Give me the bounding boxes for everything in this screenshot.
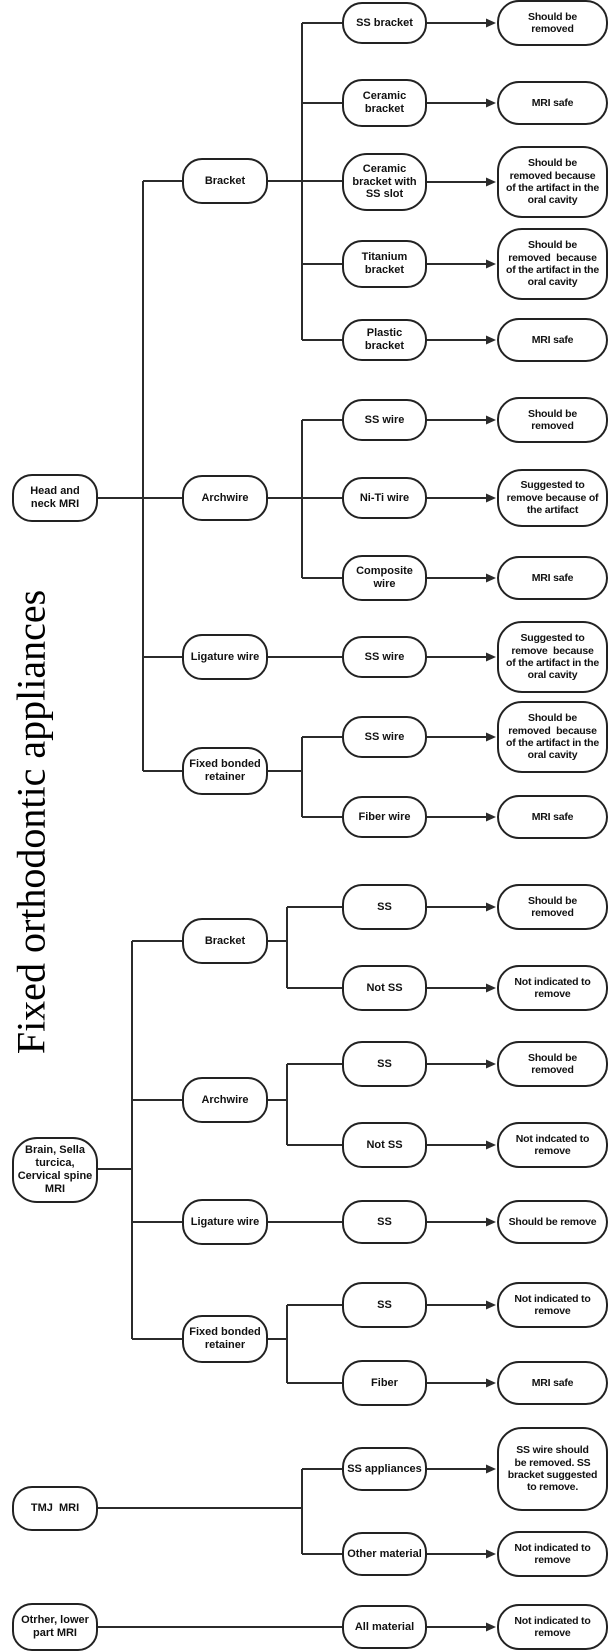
item-ss-wire-ligature: SS wire [342, 636, 427, 678]
result-ss-appliances: SS wire should be removed. SS bracket su… [497, 1427, 608, 1511]
result-ceramic-bracket-ss-slot: Should be removed because of the artifac… [497, 146, 608, 218]
group-ligature-wire-2: Ligature wire [182, 1199, 268, 1245]
result-fiber-wire: MRI safe [497, 795, 608, 839]
item-composite-wire: Composite wire [342, 555, 427, 601]
group-ligature-wire-1: Ligature wire [182, 634, 268, 680]
item-niti-wire: Ni-Ti wire [342, 477, 427, 519]
item-fiber-retainer-2: Fiber [342, 1360, 427, 1406]
item-ss-bracket-2: SS [342, 884, 427, 930]
item-titanium-bracket: Titanium bracket [342, 240, 427, 288]
item-ceramic-bracket: Ceramic bracket [342, 79, 427, 127]
result-ss-wire-retainer: Should be removed because of the artifac… [497, 701, 608, 773]
root-head-neck-mri: Head and neck MRI [12, 474, 98, 522]
result-ss-archwire-2: Should be removed [497, 1041, 608, 1087]
root-tmj-mri: TMJ MRI [12, 1486, 98, 1531]
item-ss-retainer-2: SS [342, 1282, 427, 1328]
group-archwire-2: Archwire [182, 1077, 268, 1123]
result-plastic-bracket: MRI safe [497, 318, 608, 362]
item-ceramic-bracket-ss-slot: Ceramic bracket with SS slot [342, 153, 427, 211]
item-other-material: Other material [342, 1532, 427, 1576]
item-ss-archwire-2: SS [342, 1041, 427, 1087]
result-other-material: Not indicated to remove [497, 1531, 608, 1577]
result-arrows [427, 18, 496, 1632]
item-fiber-wire: Fiber wire [342, 796, 427, 838]
result-ss-wire-ligature: Suggested to remove because of the artif… [497, 621, 608, 693]
tree-branches [98, 22, 342, 1628]
item-ss-bracket: SS bracket [342, 2, 427, 44]
result-titanium-bracket: Should be removed because of the artifac… [497, 228, 608, 300]
result-composite-wire: MRI safe [497, 556, 608, 600]
root-brain-spine-mri: Brain, Sella turcica, Cervical spine MRI [12, 1137, 98, 1203]
result-fiber-retainer-2: MRI safe [497, 1361, 608, 1405]
group-fixed-bonded-retainer-1: Fixed bonded retainer [182, 747, 268, 795]
result-not-ss-bracket-2: Not indicated to remove [497, 965, 608, 1011]
result-ss-bracket-2: Should be removed [497, 884, 608, 930]
item-ss-wire-retainer: SS wire [342, 716, 427, 758]
result-ss-bracket: Should be removed [497, 0, 608, 46]
item-ss-wire-archwire: SS wire [342, 399, 427, 441]
result-niti-wire: Suggested to remove because of the artif… [497, 469, 608, 527]
result-not-ss-archwire-2: Not indcated to remove [497, 1122, 608, 1168]
result-ss-wire-archwire: Should be removed [497, 397, 608, 443]
item-ss-ligature-2: SS [342, 1200, 427, 1244]
result-ceramic-bracket: MRI safe [497, 81, 608, 125]
group-fixed-bonded-retainer-2: Fixed bonded retainer [182, 1315, 268, 1363]
item-not-ss-archwire-2: Not SS [342, 1122, 427, 1168]
item-not-ss-bracket-2: Not SS [342, 965, 427, 1011]
diagram-title: Fixed orthodontic appliances [8, 589, 54, 1055]
group-bracket-1: Bracket [182, 158, 268, 204]
item-all-material: All material [342, 1605, 427, 1649]
item-plastic-bracket: Plastic bracket [342, 319, 427, 361]
group-bracket-2: Bracket [182, 918, 268, 964]
result-ss-ligature-2: Should be remove [497, 1200, 608, 1244]
result-all-material: Not indicated to remove [497, 1604, 608, 1650]
group-archwire-1: Archwire [182, 475, 268, 521]
root-other-lower-mri: Otrher, lower part MRI [12, 1603, 98, 1651]
item-ss-appliances: SS appliances [342, 1447, 427, 1491]
result-ss-retainer-2: Not indicated to remove [497, 1282, 608, 1328]
